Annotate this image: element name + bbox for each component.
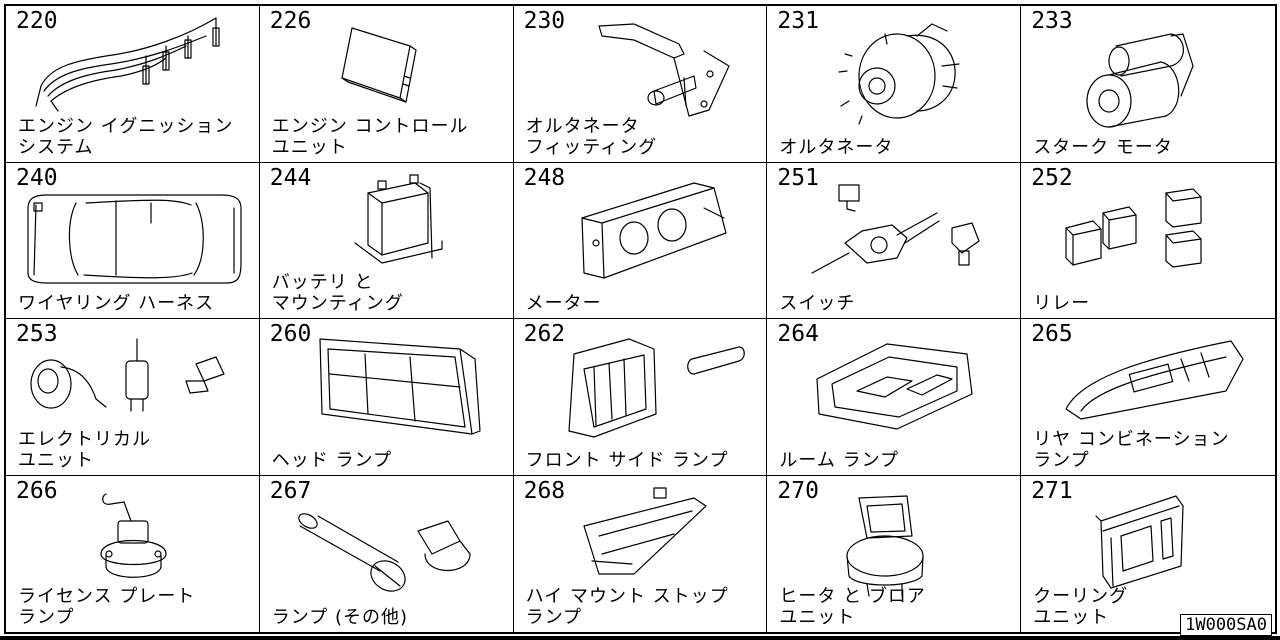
category-code: 267 xyxy=(269,477,312,504)
category-code: 260 xyxy=(269,321,312,347)
reference-code: 1W000SA0 xyxy=(1180,614,1272,636)
category-label: オルタネータ xyxy=(779,136,894,158)
category-cell-220[interactable]: 220 エンジン イグニッションシステム xyxy=(6,6,260,163)
category-cell-268[interactable]: 268 ハイ マウント ストップランプ xyxy=(513,475,768,632)
category-label: クーリングユニット xyxy=(1033,586,1129,628)
category-cell-226[interactable]: 226 エンジン コントロールユニット xyxy=(259,6,514,163)
category-label: ルーム ランプ xyxy=(779,449,900,471)
category-code: 248 xyxy=(523,164,566,191)
category-cell-251[interactable]: 251 スイッチ xyxy=(767,162,1022,319)
category-cell-266[interactable]: 266 ライセンス プレートランプ xyxy=(6,475,260,632)
category-label: バッテリ とマウンティング xyxy=(271,272,404,314)
category-code: 265 xyxy=(1031,321,1073,347)
category-label: メーター xyxy=(525,293,602,314)
category-label: ワイヤリング ハーネス xyxy=(18,293,215,314)
category-cell-248[interactable]: 248 メーター xyxy=(513,162,768,319)
category-code: 231 xyxy=(777,8,819,34)
category-code: 271 xyxy=(1031,477,1073,504)
category-cell-233[interactable]: 233 スターク モータ xyxy=(1021,6,1275,163)
category-code: 230 xyxy=(523,8,566,34)
switch-icon xyxy=(811,183,980,274)
wiring-harness-icon xyxy=(27,193,242,284)
category-label: エレクトリカルユニット xyxy=(18,428,151,471)
category-code: 270 xyxy=(777,477,819,504)
rear-lamp-icon xyxy=(1065,340,1244,420)
parts-category-grid: 220 エンジン イグニッションシステム 226 エンジン コントロールユニット xyxy=(4,4,1277,634)
category-cell-230[interactable]: 230 オルタネータフィッティング xyxy=(513,6,768,163)
category-code: 266 xyxy=(16,477,58,504)
category-label: ハイ マウント ストップランプ xyxy=(525,586,729,628)
category-cell-253[interactable]: 253 エレクトリカルユニット xyxy=(6,319,260,476)
category-code: 226 xyxy=(269,8,312,34)
license-lamp-icon xyxy=(100,492,167,578)
stop-lamp-icon xyxy=(582,486,707,575)
alternator-bracket-icon xyxy=(597,23,730,117)
category-code: 264 xyxy=(777,321,819,347)
heater-blower-icon xyxy=(846,494,924,597)
category-code: 253 xyxy=(16,321,58,347)
category-cell-267[interactable]: 267 ランプ (その他) xyxy=(259,475,514,632)
horn-icon xyxy=(30,338,225,412)
category-label: ランプ (その他) xyxy=(271,607,409,628)
category-cell-240[interactable]: 240 ワイヤリング ハーネス xyxy=(6,162,260,319)
category-cell-231[interactable]: 231 オルタネータ xyxy=(767,6,1022,163)
category-label: ヘッド ランプ xyxy=(271,449,392,471)
category-label: リヤ コンビネーションランプ xyxy=(1033,428,1230,471)
category-label: スイッチ xyxy=(779,293,856,314)
category-code: 268 xyxy=(523,477,566,504)
category-label: エンジン イグニッションシステム xyxy=(18,115,234,158)
category-cell-271[interactable]: 271 クーリングユニット xyxy=(1021,475,1275,632)
side-lamp-icon xyxy=(567,338,745,438)
headlamp-icon xyxy=(319,338,481,435)
category-label: スターク モータ xyxy=(1033,136,1173,158)
category-cell-264[interactable]: 264 ルーム ランプ xyxy=(767,319,1022,476)
category-cell-252[interactable]: 252 リレー xyxy=(1021,162,1275,319)
room-lamp-icon xyxy=(816,343,973,430)
cooling-unit-icon xyxy=(1095,494,1184,589)
battery-icon xyxy=(354,173,443,264)
category-label: リレー xyxy=(1033,293,1091,314)
category-code: 244 xyxy=(269,164,312,191)
category-cell-270[interactable]: 270 ヒータ と ブロアユニット xyxy=(767,475,1022,632)
category-cell-260[interactable]: 260 ヘッド ランプ xyxy=(259,319,514,476)
meter-icon xyxy=(580,181,727,279)
category-code: 252 xyxy=(1031,164,1073,191)
relay-icon xyxy=(1065,187,1202,268)
control-unit-icon xyxy=(341,27,417,103)
alternator-icon xyxy=(838,23,960,125)
category-label: フロント サイド ランプ xyxy=(525,449,729,471)
category-label: オルタネータフィッティング xyxy=(525,115,658,158)
bottom-rule xyxy=(0,636,1280,640)
ignition-system-icon xyxy=(35,17,220,112)
category-label: ライセンス プレートランプ xyxy=(18,586,196,628)
category-label: ヒータ と ブロアユニット xyxy=(779,586,926,628)
category-code: 233 xyxy=(1031,8,1073,34)
category-code: 262 xyxy=(523,321,566,347)
category-cell-262[interactable]: 262 フロント サイド ランプ xyxy=(513,319,768,476)
category-label: エンジン コントロールユニット xyxy=(271,115,469,158)
category-code: 220 xyxy=(16,8,58,34)
bulb-icon xyxy=(298,512,471,592)
category-cell-265[interactable]: 265 リヤ コンビネーションランプ xyxy=(1021,319,1275,476)
starter-motor-icon xyxy=(1086,33,1194,128)
category-code: 251 xyxy=(777,164,819,191)
category-cell-244[interactable]: 244 バッテリ とマウンティング xyxy=(259,162,514,319)
category-code: 240 xyxy=(16,164,58,191)
